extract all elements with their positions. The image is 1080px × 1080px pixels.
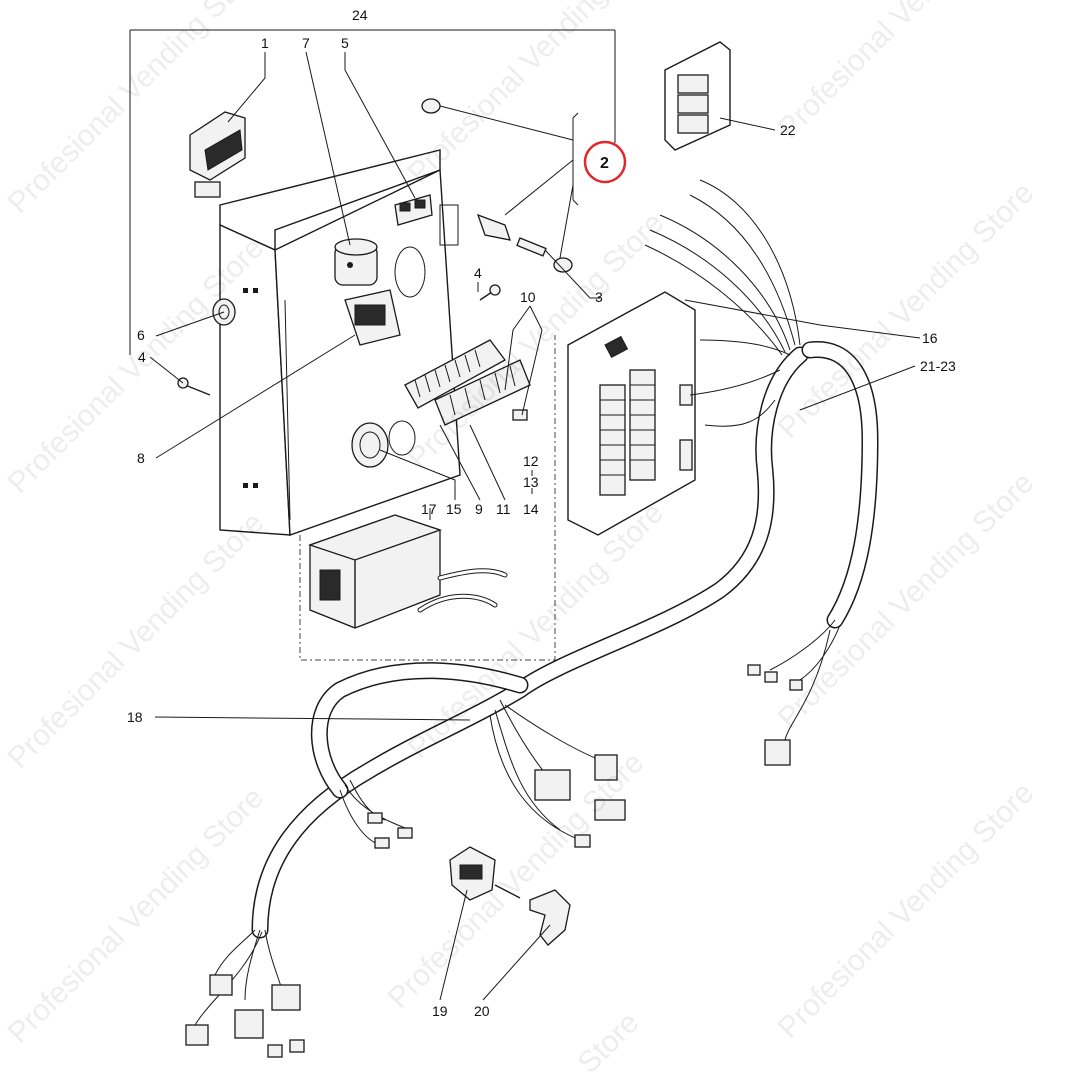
metal-panel <box>219 149 461 536</box>
watermark-text: Profesional Vending Store <box>772 466 1041 735</box>
watermark-text: Profesional Vending Store <box>2 0 271 220</box>
callout-9: 9 <box>475 501 483 517</box>
part-16-control-board <box>567 291 696 536</box>
callout-19: 19 <box>432 1003 448 1019</box>
watermark-text: Profesional Vending Store <box>2 506 271 775</box>
part-7-capacitor <box>334 238 378 286</box>
callout-6: 6 <box>137 327 145 343</box>
part-11-terminal-block <box>434 359 531 426</box>
leader-lines <box>149 51 921 1001</box>
callout-14: 14 <box>523 501 539 517</box>
callout-13: 13 <box>523 474 539 490</box>
callout-24: 24 <box>352 7 368 23</box>
watermark-text-partial: Store <box>572 1006 646 1080</box>
watermark-text: Profesional Vending Store <box>772 0 1041 145</box>
callout-17: 17 <box>421 501 437 517</box>
part-20-bracket <box>494 884 571 946</box>
callout-labels: 24 1 7 5 2 3 4 10 6 4 8 12 13 14 17 15 9… <box>127 7 956 1019</box>
watermark-text: Profesional Vending Store <box>402 0 671 190</box>
connector-group <box>185 664 803 1058</box>
callout-15: 15 <box>446 501 462 517</box>
callout-10: 10 <box>520 289 536 305</box>
watermark-text: Profesional Vending Store <box>772 776 1041 1045</box>
callout-11: 11 <box>496 501 511 517</box>
cable-harness-21-23 <box>194 179 879 1026</box>
highlight-circle-callout-2 <box>583 140 627 184</box>
part-22-relay-board <box>664 41 731 151</box>
callout-18: 18 <box>127 709 143 725</box>
watermark-text: Profesional Vending Store <box>772 176 1041 445</box>
watermark-layer: Profesional Vending Store Profesional Ve… <box>2 0 1041 1080</box>
watermark-text: Profesional Vending Store <box>2 781 271 1050</box>
frame-bracket-24 <box>129 29 616 661</box>
callout-4-top: 4 <box>474 265 482 281</box>
callout-7: 7 <box>302 35 310 51</box>
callout-12: 12 <box>523 453 539 469</box>
callout-22: 22 <box>780 122 796 138</box>
callout-20: 20 <box>474 1003 490 1019</box>
callout-4-left: 4 <box>138 349 146 365</box>
part-17-transformer <box>307 514 508 629</box>
part-9-terminal-strip <box>404 339 506 409</box>
part-2-fuse-holder <box>421 98 573 273</box>
callout-3: 3 <box>595 289 603 305</box>
callout-16: 16 <box>922 330 938 346</box>
callout-8: 8 <box>137 450 145 466</box>
part-19-sensor-block <box>449 846 496 901</box>
callout-1: 1 <box>261 35 269 51</box>
watermark-text: Profesional Vending Store <box>382 746 651 1015</box>
part-8-relay-block <box>344 289 401 346</box>
part-1-filter-module <box>189 111 246 198</box>
part-5-switch <box>394 194 433 226</box>
callout-21-23: 21-23 <box>920 358 956 374</box>
part-15-grommet <box>351 422 389 468</box>
callout-2: 2 <box>600 155 609 172</box>
callout-5: 5 <box>341 35 349 51</box>
part-12-end-stop <box>512 409 528 421</box>
